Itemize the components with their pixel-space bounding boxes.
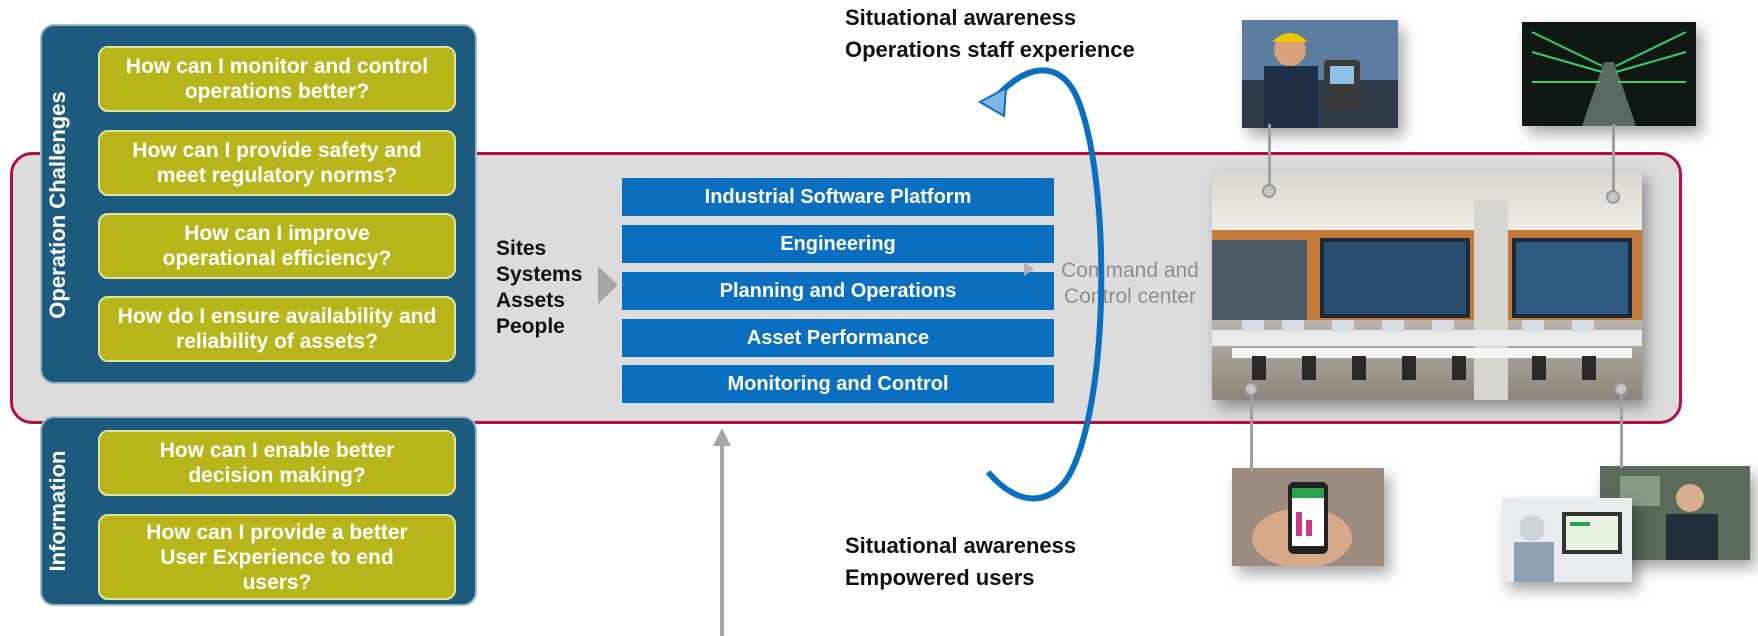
- connector-dot-field-worker: [1262, 184, 1276, 198]
- layer-asset-performance: Asset Performance: [622, 319, 1054, 357]
- challenge-question-availability: How do I ensure availability and reliabi…: [98, 296, 456, 362]
- awareness-bottom-line2: Empowered users: [845, 565, 1035, 590]
- input-assets: Assets: [496, 289, 565, 312]
- input-systems: Systems: [496, 263, 583, 286]
- connector-field-worker: [1268, 124, 1271, 190]
- connector-mobile: [1250, 388, 1253, 472]
- upward-arrow: [713, 428, 731, 636]
- layer-planning-operations: Planning and Operations: [622, 272, 1054, 310]
- cycle-arrow: [977, 67, 1105, 502]
- inputs-list: Sites Systems Assets People: [496, 236, 582, 340]
- challenge-question-safety: How can I provide safety and meet regula…: [98, 130, 456, 196]
- input-sites: Sites: [496, 237, 547, 260]
- connector-dot-office-users: [1614, 382, 1628, 396]
- command-center-arrow: [1024, 262, 1034, 276]
- command-center-label: Command and Control center: [1061, 259, 1199, 308]
- information-title: Information: [45, 450, 70, 572]
- input-people: People: [496, 315, 565, 338]
- operation-challenges-title: Operation Challenges: [45, 91, 70, 319]
- layer-engineering: Engineering: [622, 225, 1054, 263]
- field-worker-photo: [1242, 20, 1398, 128]
- control-room-photo: [1212, 170, 1642, 400]
- challenge-question-efficiency: How can I improve operational efficiency…: [98, 213, 456, 279]
- mobile-phone-photo: [1232, 468, 1384, 566]
- connector-data-center: [1612, 124, 1615, 196]
- connector-dot-mobile: [1244, 382, 1258, 396]
- awareness-bottom-label: Situational awareness Empowered users: [845, 530, 1076, 594]
- awareness-top-line2: Operations staff experience: [845, 37, 1135, 62]
- connector-office-users: [1620, 388, 1623, 468]
- layer-industrial-software-platform: Industrial Software Platform: [622, 178, 1054, 216]
- challenge-question-monitor: How can I monitor and control operations…: [98, 46, 456, 112]
- inputs-arrow: [598, 266, 618, 304]
- layer-monitoring-control: Monitoring and Control: [622, 365, 1054, 403]
- data-center-photo: [1522, 22, 1696, 126]
- information-question-decision: How can I enable better decision making?: [98, 430, 456, 496]
- awareness-top-label: Situational awareness Operations staff e…: [845, 2, 1135, 66]
- connector-dot-data-center: [1606, 190, 1620, 204]
- awareness-bottom-line1: Situational awareness: [845, 533, 1077, 558]
- desktop-user-photo: [1502, 498, 1632, 582]
- information-question-user-experience: How can I provide a better User Experien…: [98, 514, 456, 600]
- awareness-top-line1: Situational awareness: [845, 5, 1077, 30]
